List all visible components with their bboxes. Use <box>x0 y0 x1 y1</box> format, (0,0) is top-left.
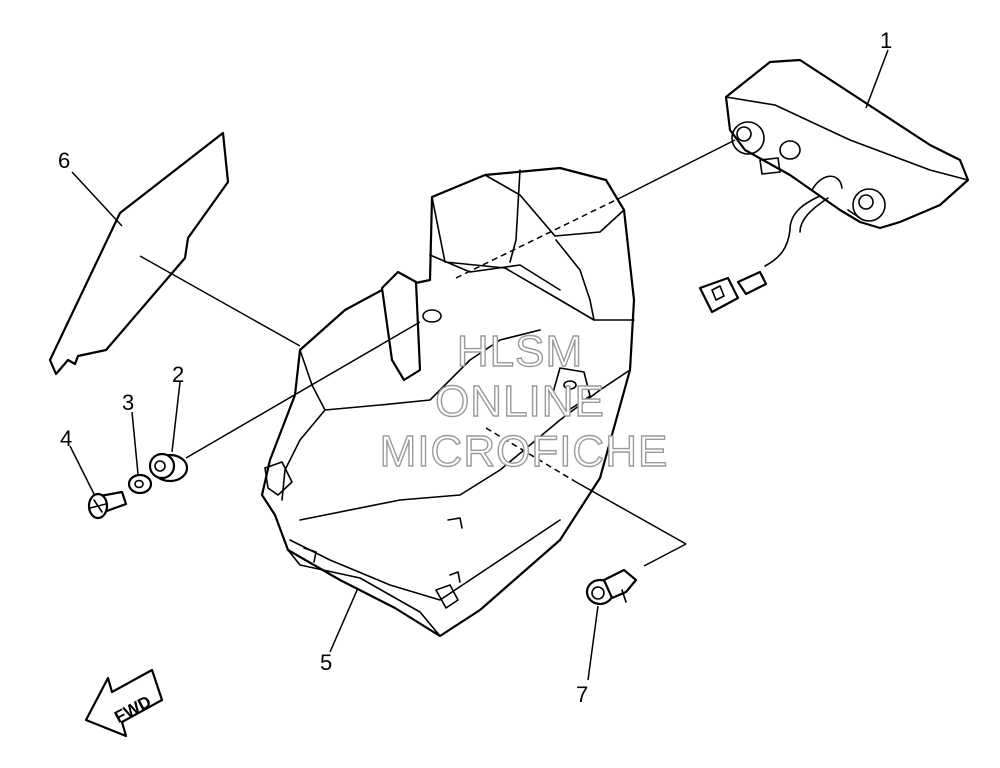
watermark-line-3: MICROFICHE <box>380 427 669 476</box>
part-1-tail-light[interactable] <box>698 58 970 314</box>
part-7-clamp[interactable] <box>585 568 638 606</box>
callout-5: 5 <box>320 650 332 675</box>
callout-6: 6 <box>58 148 70 173</box>
watermark-line-1: HLSM <box>457 327 583 376</box>
callout-7: 7 <box>576 682 588 707</box>
leader-lines <box>69 49 889 681</box>
watermark-line-2: ONLINE <box>435 377 605 426</box>
part-5-rear-fender[interactable] <box>260 166 636 638</box>
callout-1: 1 <box>880 28 892 53</box>
part-4-screw[interactable] <box>87 490 128 520</box>
callout-3: 3 <box>122 390 134 415</box>
callout-2: 2 <box>172 362 184 387</box>
part-2-grommet[interactable] <box>148 452 189 483</box>
watermark: HLSM ONLINE MICROFICHE <box>379 326 669 476</box>
callout-labels: 1 2 3 4 5 6 7 <box>58 28 892 707</box>
part-3-collar[interactable] <box>127 473 153 495</box>
part-6-guard-plate[interactable] <box>48 131 230 376</box>
forward-direction-arrow: FWD <box>84 668 164 738</box>
callout-4: 4 <box>60 426 72 451</box>
